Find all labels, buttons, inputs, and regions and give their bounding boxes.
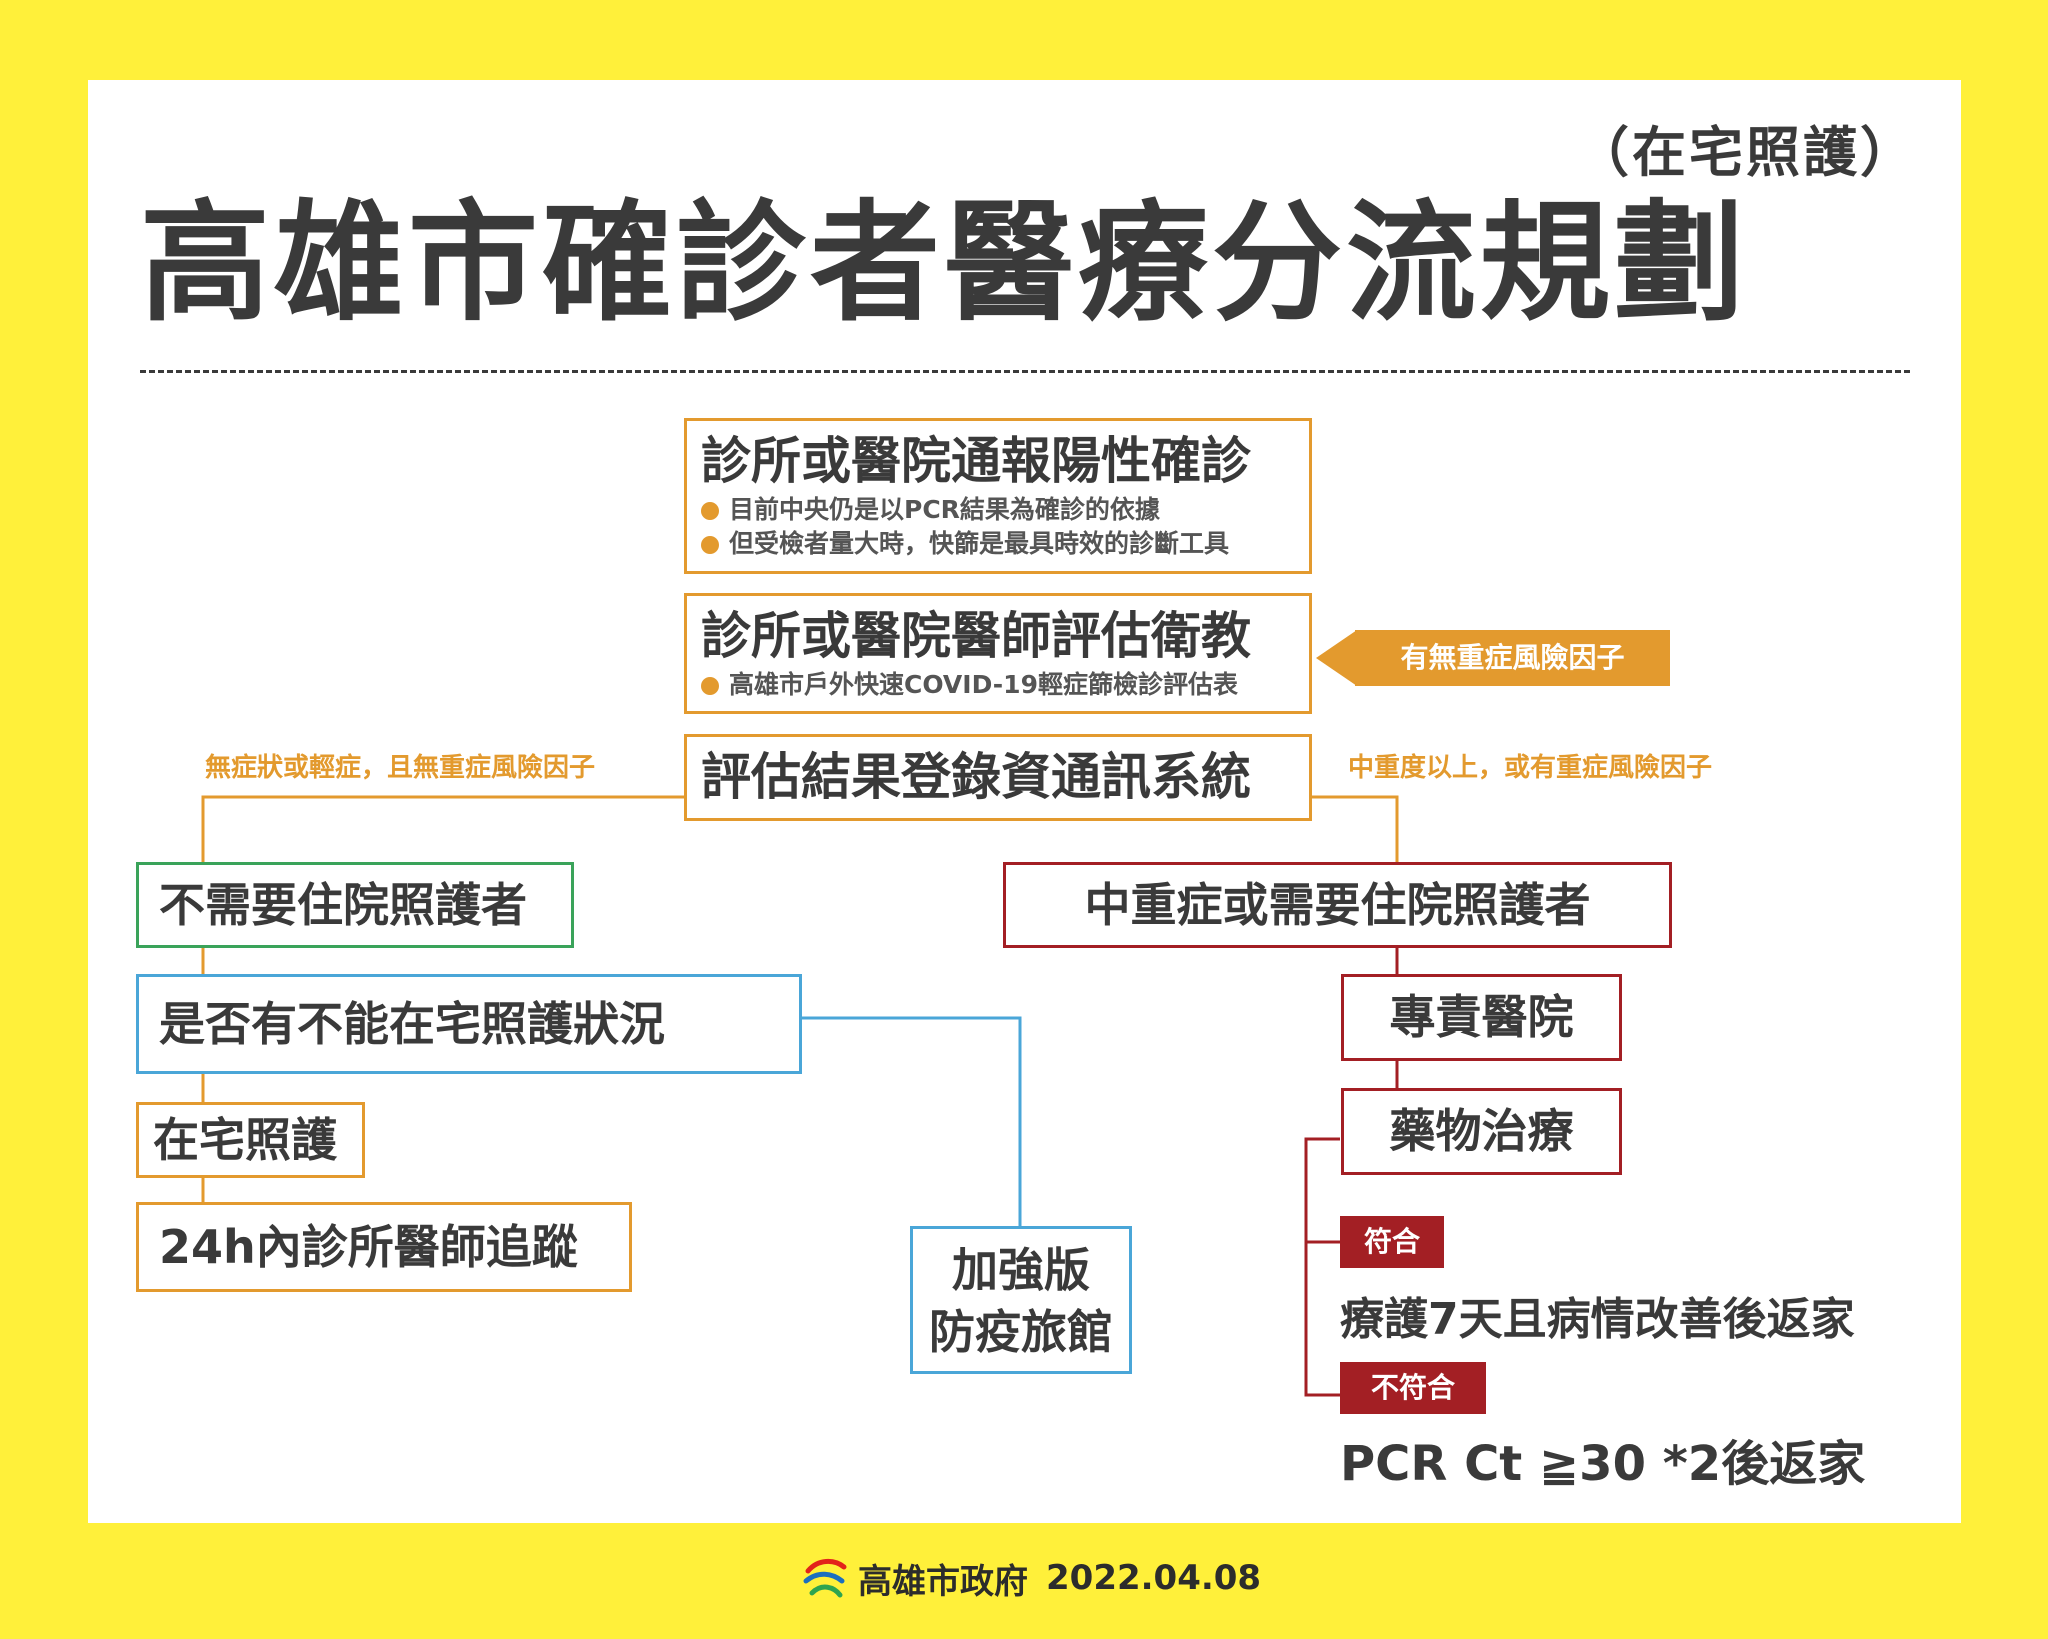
home-care-question-box: 是否有不能在宅照護狀況 (136, 974, 802, 1074)
report-positive-title: 診所或醫院通報陽性確診 (701, 432, 1251, 490)
severe-case-title: 中重症或需要住院照護者 (1084, 878, 1591, 932)
quarantine-hotel-line2: 防疫旅館 (929, 1305, 1113, 1359)
title-divider (140, 370, 1910, 373)
fail-tag: 不符合 (1340, 1362, 1486, 1414)
no-hospital-title: 不需要住院照護者 (159, 878, 527, 932)
pass-result: 療護7天且病情改善後返家 (1340, 1294, 1855, 1345)
report-positive-box: 診所或醫院通報陽性確診 目前中央仍是以PCR結果為確診的依據 但受檢者量大時，快… (684, 418, 1312, 574)
doctor-assessment-title: 診所或醫院醫師評估衛教 (701, 607, 1251, 665)
fail-result: PCR Ct ≧30 *2後返家 (1340, 1436, 1866, 1492)
connector-treatment-outcomes (1304, 1137, 1340, 1397)
home-care-box: 在宅照護 (136, 1102, 365, 1178)
callout-arrow-icon (1316, 630, 1357, 686)
dedicated-hospital-title: 專責醫院 (1389, 990, 1574, 1044)
report-bullet-2: 但受檢者量大時，快篩是最具時效的診斷工具 (701, 527, 1309, 561)
page-subtitle: （在宅照護） (1575, 121, 1917, 184)
quarantine-hotel-box: 加強版 防疫旅館 (910, 1226, 1132, 1374)
register-system-title: 評估結果登錄資通訊系統 (701, 748, 1251, 806)
doctor-followup-box: 24h內診所醫師追蹤 (136, 1202, 632, 1292)
bullet-dot-icon (701, 536, 719, 554)
severe-case-box: 中重症或需要住院照護者 (1003, 862, 1672, 948)
doctor-followup-title: 24h內診所醫師追蹤 (159, 1220, 578, 1274)
bullet-dot-icon (701, 677, 719, 695)
report-bullet-1: 目前中央仍是以PCR結果為確診的依據 (701, 493, 1309, 527)
footer: 高雄市政府 2022.04.08 (800, 1553, 1261, 1603)
quarantine-hotel-line1: 加強版 (952, 1243, 1090, 1297)
pass-tag: 符合 (1340, 1216, 1444, 1268)
connector-left-branch (201, 795, 684, 862)
connector-question-hotel (802, 1016, 1022, 1226)
doctor-assessment-box: 診所或醫院醫師評估衛教 高雄市戶外快速COVID-19輕症篩檢診評估表 (684, 593, 1312, 714)
dedicated-hospital-box: 專責醫院 (1341, 974, 1622, 1061)
register-system-box: 評估結果登錄資通訊系統 (684, 734, 1312, 821)
bullet-dot-icon (701, 502, 719, 520)
page-title: 高雄市確診者醫療分流規劃 (140, 187, 1749, 339)
assessment-bullet: 高雄市戶外快速COVID-19輕症篩檢診評估表 (701, 668, 1309, 702)
home-care-title: 在宅照護 (153, 1113, 337, 1167)
home-care-question-title: 是否有不能在宅照護狀況 (159, 997, 665, 1051)
footer-date: 2022.04.08 (1046, 1558, 1262, 1598)
drug-treatment-box: 藥物治療 (1341, 1088, 1622, 1175)
connector-right-branch (1310, 795, 1399, 862)
left-condition-label: 無症狀或輕症，且無重症風險因子 (205, 753, 596, 783)
kaohsiung-city-logo-icon (803, 1559, 847, 1598)
no-hospital-box: 不需要住院照護者 (136, 862, 574, 948)
footer-org: 高雄市政府 (858, 1561, 1028, 1602)
right-condition-label: 中重度以上，或有重症風險因子 (1348, 753, 1713, 783)
drug-treatment-title: 藥物治療 (1389, 1104, 1574, 1158)
risk-factor-tag: 有無重症風險因子 (1355, 630, 1670, 686)
